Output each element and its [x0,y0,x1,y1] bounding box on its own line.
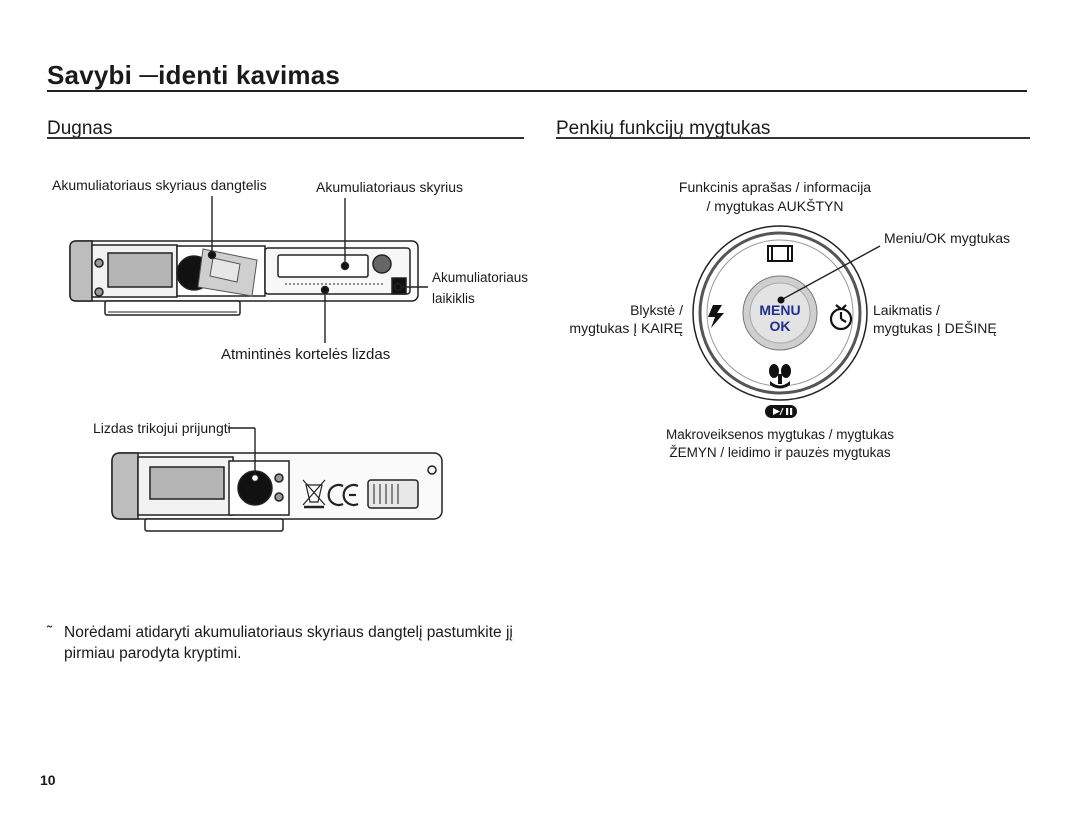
label-battery-holder-line2: laikiklis [432,291,475,306]
camera-body-bottom [111,452,443,532]
title-rule [47,90,1027,92]
ok-button-text: OK [769,318,791,334]
leader-lines-top [207,196,428,343]
page-title: Savybi ─identi kavimas [47,60,341,90]
label-battery-compartment: Akumuliatoriaus skyrius [316,179,464,195]
label-up-line1: Funkcinis aprašas / informacija [678,179,872,195]
label-down-line1: Makroveiksenos mygtukas / mygtukas [665,427,895,442]
label-battery-holder-line1: Akumuliatoriaus [432,270,529,285]
self-timer-icon [829,304,853,331]
label-up-line2: / mygtukas AUKŠTYN [706,198,844,214]
section-heading-bottom: Dugnas [47,118,113,139]
ce-mark-icon [327,483,359,507]
display-icon [767,245,793,262]
label-right-line1: Laikmatis / [873,302,940,318]
play-pause-icon [765,405,797,418]
leader-lines-tripod [228,427,260,483]
label-down-line2: ŽEMYN / leidimo ir pauzės mygtukas [669,445,891,460]
weee-icon [302,479,326,509]
flash-icon [708,305,724,328]
section-rule-five-function [556,137,1030,139]
label-battery-cover: Akumuliatoriaus skyriaus dangtelis [52,177,267,193]
camera-body-top [69,240,419,316]
label-menu-ok: Meniu/OK mygtukas [884,230,1011,246]
battery-cover-door [197,248,258,297]
note-bullet: ˜ [47,624,53,641]
label-right-line2: mygtukas Į DEŠINĘ [873,320,997,336]
label-left-line2: mygtukas Į KAIRĘ [569,320,683,336]
page-number: 10 [40,772,56,788]
label-memory-card-slot: Atmintinės kortelės lizdas [221,346,391,363]
five-function-button-illustration [692,225,881,418]
section-heading-five-function: Penkių funkcijų mygtukas [556,118,771,139]
note: ˜ Norėdami atidaryti akumuliatoriaus sky… [47,622,517,664]
section-rule-bottom [47,137,524,139]
menu-button-text: MENU [759,302,801,318]
macro-icon [769,364,791,389]
note-text: Norėdami atidaryti akumuliatoriaus skyri… [64,624,513,662]
label-left-line1: Blykstė / [630,302,683,318]
label-tripod-socket: Lizdas trikojui prijungti [93,420,231,436]
